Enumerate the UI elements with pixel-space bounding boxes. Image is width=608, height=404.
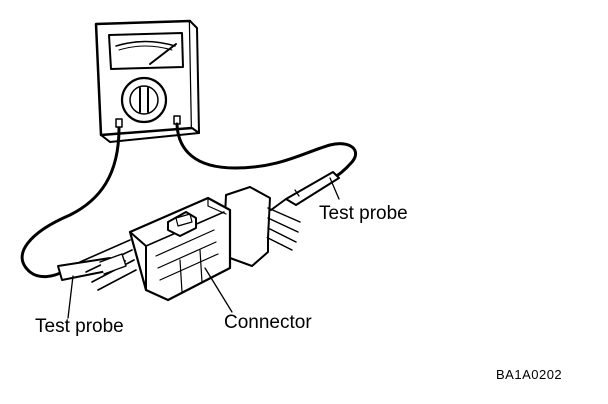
- connector-icon: [79, 186, 301, 302]
- leader-line-connector: [204, 267, 233, 313]
- multimeter-icon: [94, 19, 200, 143]
- test-probe-left-label: Test probe: [35, 316, 124, 337]
- test-probe-right-label: Test probe: [319, 203, 408, 224]
- lead-wire-left: [20, 126, 121, 279]
- leader-line-right-probe: [329, 177, 340, 200]
- connector-label: Connector: [224, 312, 312, 333]
- lead-wire-right: [175, 122, 358, 182]
- leader-line-left-probe: [67, 275, 74, 319]
- figure-code-label: BA1A0202: [496, 367, 563, 382]
- test-probe-right-icon: [270, 171, 340, 211]
